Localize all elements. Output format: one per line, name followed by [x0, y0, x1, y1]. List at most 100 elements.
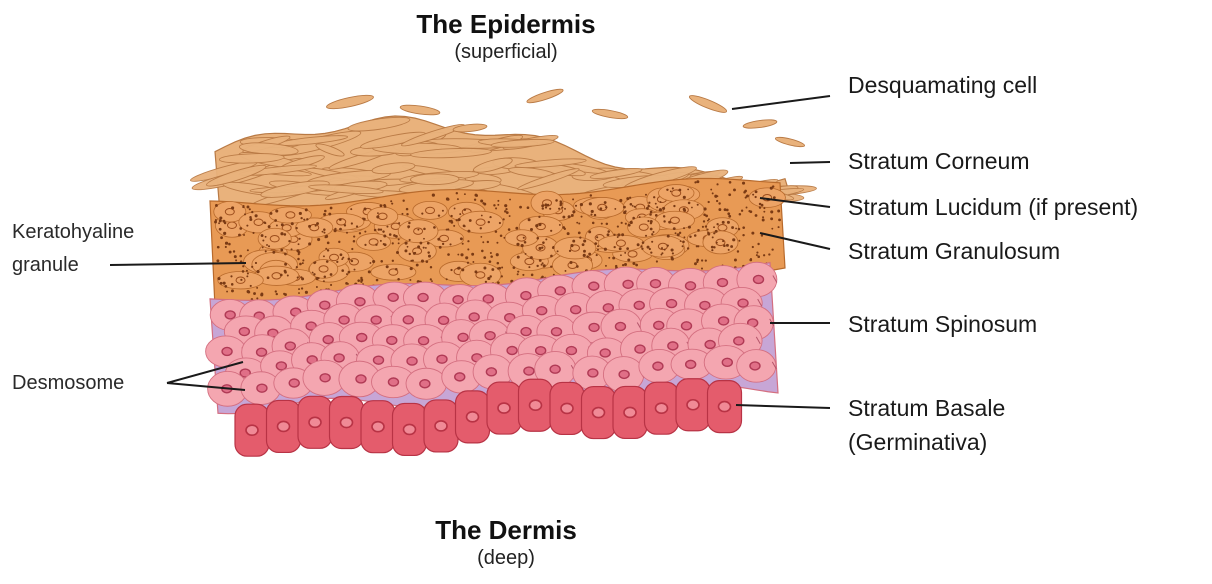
keratohyaline-granule: [515, 227, 518, 230]
basal-nucleus: [530, 400, 542, 410]
keratohyaline-granule: [457, 254, 459, 256]
keratohyaline-granule: [728, 215, 731, 218]
keratohyaline-granule: [656, 260, 658, 262]
keratohyaline-granule: [303, 219, 305, 221]
keratohyaline-granule: [460, 237, 463, 240]
spinous-nucleus: [257, 384, 267, 392]
basal-nucleus: [719, 402, 731, 412]
keratohyaline-granule: [495, 230, 498, 233]
keratohyaline-granule: [362, 218, 364, 220]
keratohyaline-granule: [647, 246, 650, 249]
keratohyaline-granule: [649, 213, 652, 216]
keratohyaline-granule: [323, 255, 325, 257]
keratohyaline-granule: [597, 245, 599, 247]
epidermis-subtitle: (superficial): [346, 40, 666, 64]
spinous-nucleus: [722, 358, 732, 366]
spinous-nucleus: [289, 379, 299, 387]
keratohyaline-granule: [691, 207, 693, 209]
keratohyaline-granule: [398, 238, 400, 240]
keratohyaline-granule: [425, 247, 427, 249]
dermis-heading: The Dermis (deep): [346, 514, 666, 570]
keratohyaline-granule: [656, 206, 658, 208]
keratohyaline-granule: [621, 233, 624, 236]
keratohyaline-granule: [756, 252, 758, 254]
keratohyaline-granule: [265, 250, 267, 252]
keratohyaline-granule: [580, 203, 583, 206]
keratohyaline-granule: [328, 213, 331, 216]
keratohyaline-granule: [632, 217, 635, 220]
keratohyaline-granule: [517, 273, 519, 275]
keratohyaline-granule: [552, 247, 555, 250]
keratohyaline-granule: [268, 225, 271, 228]
keratohyaline-granule: [401, 213, 403, 215]
keratohyaline-granule: [538, 247, 541, 250]
keratohyaline-granule: [722, 221, 725, 224]
keratohyaline-granule: [567, 232, 570, 235]
keratohyaline-granule: [664, 249, 666, 251]
keratohyaline-granule: [525, 253, 527, 255]
spinous-nucleus: [387, 336, 397, 344]
keratohyaline-granule: [583, 239, 586, 242]
spinous-nucleus: [667, 300, 677, 308]
keratohyaline-granule: [263, 221, 265, 223]
spinous-nucleus: [619, 370, 629, 378]
keratohyaline-granule: [662, 207, 665, 210]
keratohyaline-granule: [474, 270, 477, 273]
spinous-nucleus: [458, 333, 468, 341]
keratohyaline-granule: [305, 291, 308, 294]
keratohyaline-granule: [523, 237, 525, 239]
keratohyaline-granule: [238, 234, 241, 237]
keratohyaline-granule: [623, 206, 626, 209]
keratohyaline-granule: [493, 204, 495, 206]
keratohyaline-granule: [225, 246, 227, 248]
granular-cell: [749, 188, 785, 208]
keratohyaline-granule: [428, 255, 431, 258]
keratohyaline-granule: [469, 219, 472, 222]
keratohyaline-granule: [501, 267, 503, 269]
keratohyaline-granule: [742, 182, 745, 185]
spinous-nucleus: [750, 362, 760, 370]
label-desquamating-cell: Desquamating cell: [848, 71, 1037, 99]
keratohyaline-granule: [576, 265, 579, 268]
keratohyaline-granule: [327, 249, 329, 251]
keratohyaline-granule: [377, 212, 379, 214]
keratohyaline-granule: [242, 265, 244, 267]
spinous-nucleus: [439, 316, 449, 324]
keratohyaline-granule: [256, 270, 259, 273]
keratohyaline-granule: [746, 207, 748, 209]
keratohyaline-granule: [715, 230, 718, 233]
keratohyaline-granule: [547, 204, 549, 206]
keratohyaline-granule: [757, 255, 760, 258]
keratohyaline-granule: [298, 292, 300, 294]
keratohyaline-granule: [545, 203, 548, 206]
keratohyaline-granule: [376, 215, 379, 218]
keratohyaline-granule: [500, 235, 503, 238]
keratohyaline-granule: [423, 228, 426, 231]
spinous-nucleus: [373, 356, 383, 364]
keratohyaline-granule: [545, 238, 547, 240]
keratohyaline-granule: [383, 234, 386, 237]
basal-nucleus: [593, 408, 605, 418]
keratohyaline-granule: [727, 212, 730, 215]
keratohyaline-granule: [327, 242, 330, 245]
spinous-nucleus: [222, 347, 232, 355]
keratohyaline-granule: [228, 243, 231, 246]
keratohyaline-granule: [496, 253, 499, 256]
keratohyaline-granule: [508, 228, 511, 231]
spinous-nucleus: [550, 365, 560, 373]
spinous-nucleus: [418, 293, 428, 301]
keratohyaline-granule: [437, 238, 440, 241]
spinous-nucleus: [600, 349, 610, 357]
basal-nucleus: [498, 403, 510, 413]
keratohyaline-granule: [359, 232, 361, 234]
keratohyaline-granule: [608, 257, 610, 259]
keratohyaline-granule: [375, 244, 377, 246]
keratohyaline-granule: [629, 197, 631, 199]
keratohyaline-granule: [225, 242, 228, 245]
keratohyaline-granule: [738, 228, 741, 231]
stratum-basale-line: [736, 405, 830, 408]
keratohyaline-granule: [777, 210, 780, 213]
label-stratum-basale: Stratum Basale: [848, 394, 1005, 422]
desquamating-flake: [526, 87, 564, 105]
keratohyaline-granule: [230, 275, 232, 277]
